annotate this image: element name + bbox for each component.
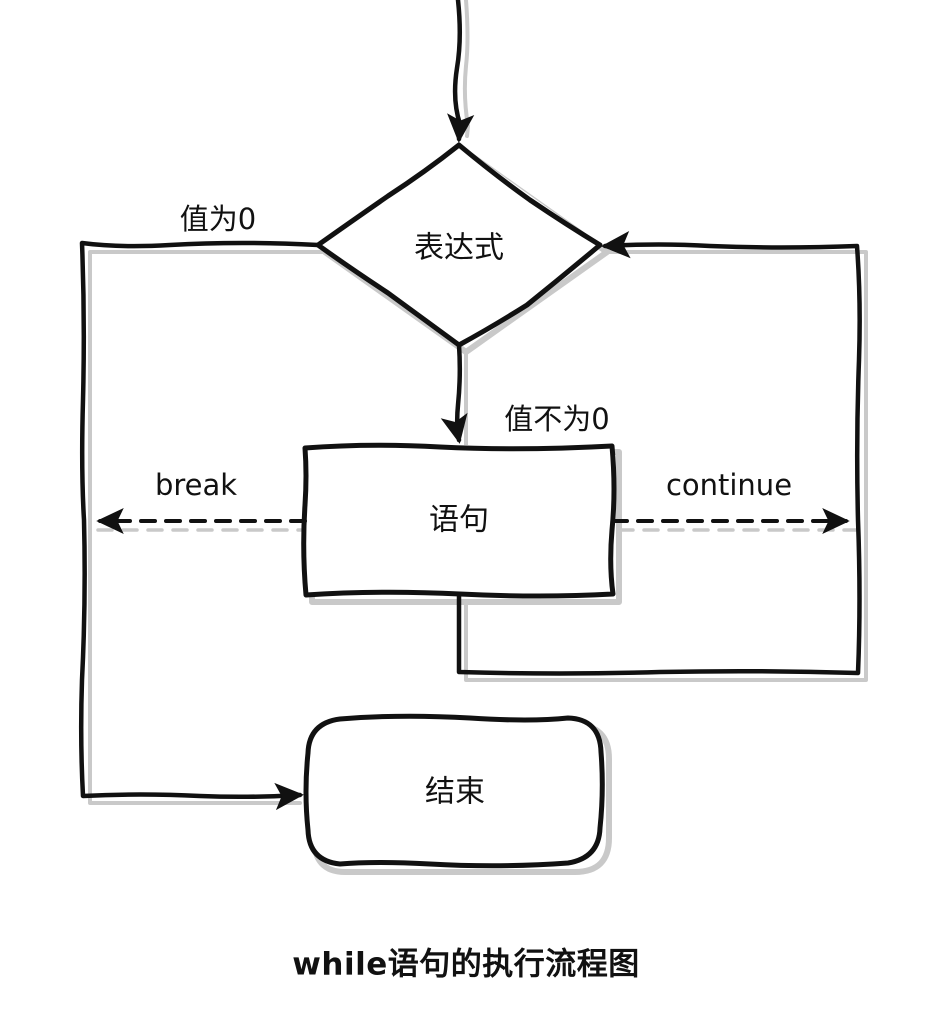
statement-box-fill: [305, 445, 612, 595]
true-branch-arrow: [440, 342, 468, 444]
statement-box[interactable]: [301, 442, 617, 599]
diagram-caption: while语句的执行流程图: [292, 947, 639, 983]
false-branch-shadow: [88, 250, 327, 805]
continue-label: continue: [666, 468, 792, 502]
true-branch-label: 值不为0: [504, 402, 609, 436]
expression-label: 表达式: [414, 231, 504, 266]
break-label: break: [155, 468, 237, 502]
loop-back-shadow: [464, 250, 868, 682]
false-branch-path[interactable]: [78, 240, 321, 811]
end-box-fill: [307, 718, 600, 865]
loop-back-path[interactable]: [456, 231, 862, 676]
statement-label: 语句: [429, 503, 489, 538]
end-label: 结束: [425, 775, 485, 810]
entry-line-shadow: [462, 0, 470, 138]
false-branch-label: 值为0: [180, 202, 256, 236]
entry-arrow: [447, 0, 475, 143]
end-box[interactable]: [303, 713, 605, 869]
main-layer: 表达式 值为0 值不为0 语句 break continue 结束: [78, 0, 862, 869]
